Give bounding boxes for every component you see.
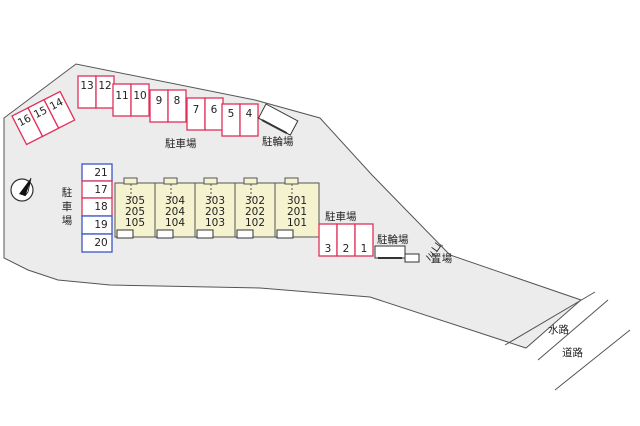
label-garbage-2: 置 [431,253,442,265]
apartment-building: 305 205 105 304 204 104 303 203 103 302 … [114,177,320,239]
unit-block-1 [274,182,320,238]
parking-num-19: 19 [94,219,107,231]
room-303: 303 [205,195,225,207]
parking-num-18: 18 [94,201,107,213]
parking-num-9: 9 [156,95,163,107]
parking-num-13: 13 [80,80,93,92]
label-parking-left-3: 場 [62,214,73,227]
garbage-area [404,253,420,263]
parking-num-15: 15 [32,104,49,121]
parking-spot-1 [354,223,374,257]
label-parking-left-1: 駐 [62,186,73,199]
room-204: 204 [165,206,185,218]
label-parking-right: 駐車場 [325,210,357,223]
room-203: 203 [205,206,225,218]
label-bike-right: 駐輪場 [377,233,409,246]
unit-block-2 [234,182,276,238]
parking-num-14: 14 [48,96,66,113]
label-waterway: 水路 [548,323,569,336]
parking-num-7: 7 [193,104,200,116]
room-102: 102 [245,217,265,229]
parking-spot-20 [81,233,113,253]
label-parking-left-2: 車 [62,200,73,213]
north-arrow-icon [10,177,34,202]
room-101: 101 [287,217,307,229]
parking-num-2: 2 [343,243,350,255]
parking-right: 3 2 1 [318,223,374,257]
room-105: 105 [125,217,145,229]
bike-shed-top [257,103,299,136]
parking-spot-10 [130,83,150,117]
label-parking-top: 駐車場 [165,137,197,150]
unit-block-3 [194,182,236,238]
parking-left-column: 21 17 18 19 20 [81,163,113,253]
room-301: 301 [287,195,307,207]
parking-num-16: 16 [16,112,34,129]
label-garbage-3: 場 [442,252,453,265]
room-205: 205 [125,206,145,218]
parking-num-3: 3 [325,243,332,255]
room-202: 202 [245,206,265,218]
parking-num-4: 4 [246,108,253,120]
label-road: 道路 [562,346,583,359]
parking-num-20: 20 [94,237,107,249]
parking-num-21: 21 [94,167,107,179]
parking-num-1: 1 [361,243,368,255]
parking-num-12: 12 [98,80,111,92]
parking-spot-14 [43,90,76,130]
parking-num-10: 10 [133,90,146,102]
room-103: 103 [205,217,225,229]
room-304: 304 [165,195,185,207]
parking-num-17: 17 [94,184,107,196]
parking-top-left: 16 15 14 [11,90,76,146]
parking-num-11: 11 [115,90,128,102]
room-305: 305 [125,195,145,207]
unit-block-5 [114,182,156,238]
parking-top-row: 13 12 11 10 9 8 7 6 5 4 [77,75,259,137]
parking-spot-8 [167,89,187,123]
label-bike-top: 駐輪場 [262,135,294,148]
unit-block-4 [154,182,196,238]
room-201: 201 [287,206,307,218]
parking-num-8: 8 [174,95,181,107]
parking-spot-4 [239,103,259,137]
room-302: 302 [245,195,265,207]
bike-shed-right [374,245,406,259]
parking-num-6: 6 [211,104,218,116]
parking-num-5: 5 [228,108,235,120]
room-104: 104 [165,217,185,229]
